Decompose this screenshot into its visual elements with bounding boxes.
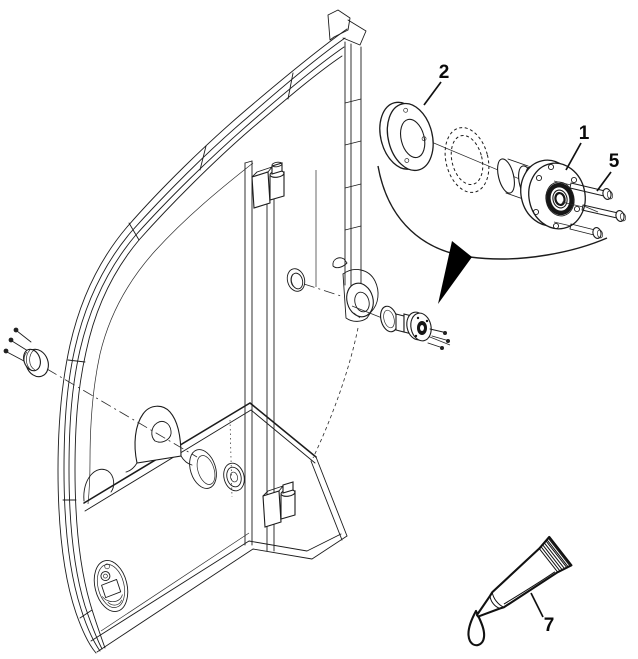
adhesive-tube-part7 [467,535,573,647]
left-plug-assembly [3,327,198,458]
callout-pointer-triangle [438,241,472,304]
screw-1 [569,182,614,200]
door-frame [57,9,367,654]
leader-part2 [423,81,442,106]
door-right-edge-strip [310,41,362,541]
leader-part7 [530,592,544,618]
window-divider-bar [244,160,275,552]
plug-screws [3,327,32,362]
oval-hole [189,449,217,489]
grommet-leader-line [303,283,345,298]
gasket-ring [444,127,490,193]
flange-holes [532,163,581,230]
retaining-ring-part2 [379,101,434,172]
panel-grommet [223,462,245,492]
exploded-detail [379,101,627,239]
frame-top-tab [327,9,367,46]
mid-grommet [286,268,306,292]
panel-bump [83,468,115,502]
lock-assembly [93,560,129,612]
part-label-2: 2 [439,62,450,83]
small-hook-bracket [332,257,348,269]
leader-part5 [596,171,612,192]
mounting-boss [342,269,379,322]
frame-joint-ticks [62,72,294,619]
handle-bracket-hole [151,420,172,443]
small-exploded-assembly [351,305,451,350]
adhesive-droplet [467,609,486,647]
part-label-7: 7 [544,615,555,636]
lower-hinge [262,481,296,528]
part-label-5: 5 [609,151,620,172]
part-labels: 2 1 5 7 [423,62,620,636]
part-label-1: 1 [579,123,590,144]
door-panel [83,402,348,653]
leader-part1 [565,142,582,171]
screw-2 [581,204,627,222]
plug-leader-line [46,368,198,458]
upper-hinge [251,161,285,209]
handle-bracket [125,405,193,473]
screw-3 [569,223,604,239]
small-screws [427,328,450,350]
hub-part1 [520,159,586,230]
mounting-screws-part5 [553,180,627,239]
hidden-door-edge [312,327,359,459]
